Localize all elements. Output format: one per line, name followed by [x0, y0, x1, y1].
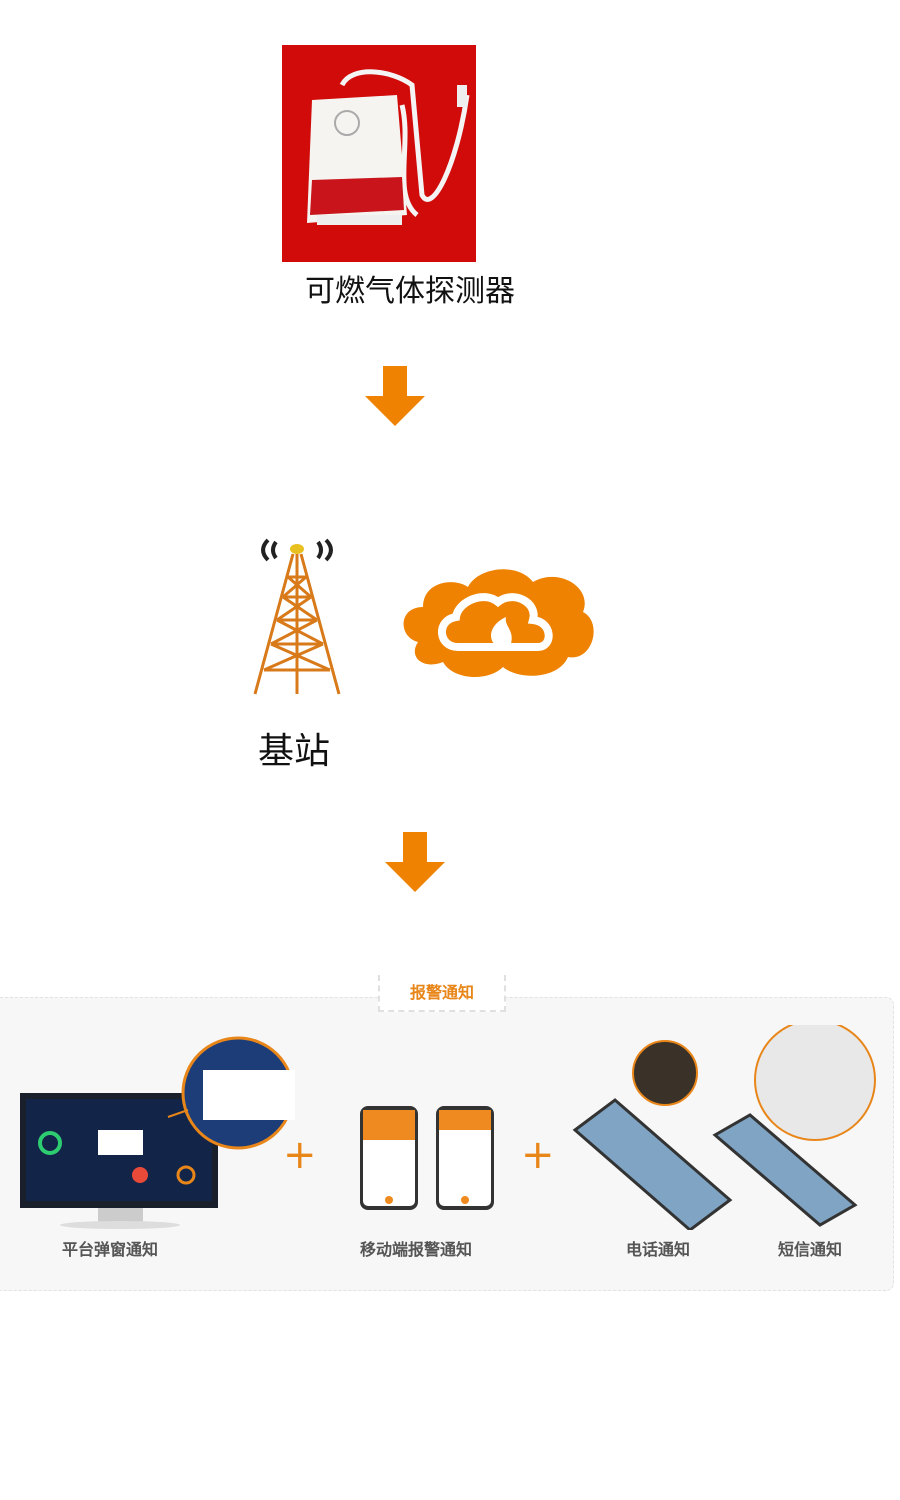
caption-mobile-alert: 移动端报警通知: [360, 1240, 473, 1259]
caption-sms: 短信通知: [778, 1240, 843, 1259]
plus-separator: +: [521, 1132, 555, 1178]
detector-label: 可燃气体探测器: [305, 274, 515, 309]
base-station-label: 基站: [258, 731, 331, 772]
alarm-panel-title: 报警通知: [378, 975, 506, 1012]
gas-detector-image: [282, 45, 476, 262]
arrow-down-icon: [385, 832, 445, 892]
phone-sms-image: [572, 1025, 876, 1230]
caption-phone-call: 电话通知: [626, 1240, 691, 1259]
caption-platform-popup: 平台弹窗通知: [62, 1240, 159, 1259]
plus-separator: +: [283, 1132, 317, 1178]
platform-monitor-image: [20, 1036, 295, 1229]
mobile-app-image: [360, 1106, 494, 1210]
cell-tower-icon: [253, 538, 341, 695]
arrow-down-icon: [365, 366, 425, 426]
cloud-fire-icon: [403, 569, 594, 678]
